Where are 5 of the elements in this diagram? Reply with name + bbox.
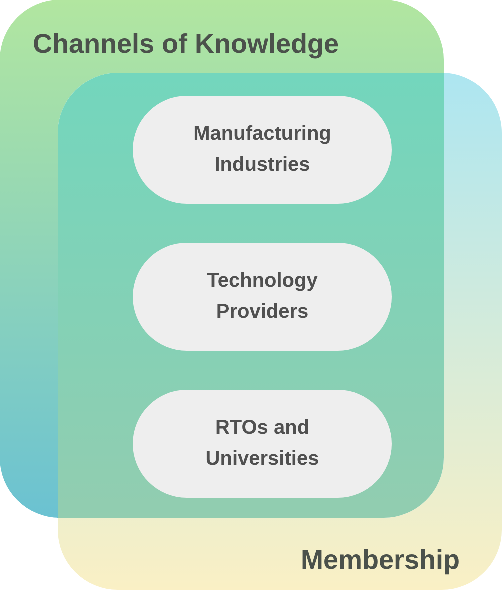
set-title: Membership xyxy=(300,545,460,575)
pill-label: RTOs and Universities xyxy=(204,416,320,472)
set-title: Channels of Knowledge xyxy=(33,29,340,59)
pill-label: Manufacturing Industries xyxy=(192,122,332,178)
pill-label: Technology Providers xyxy=(206,269,319,325)
